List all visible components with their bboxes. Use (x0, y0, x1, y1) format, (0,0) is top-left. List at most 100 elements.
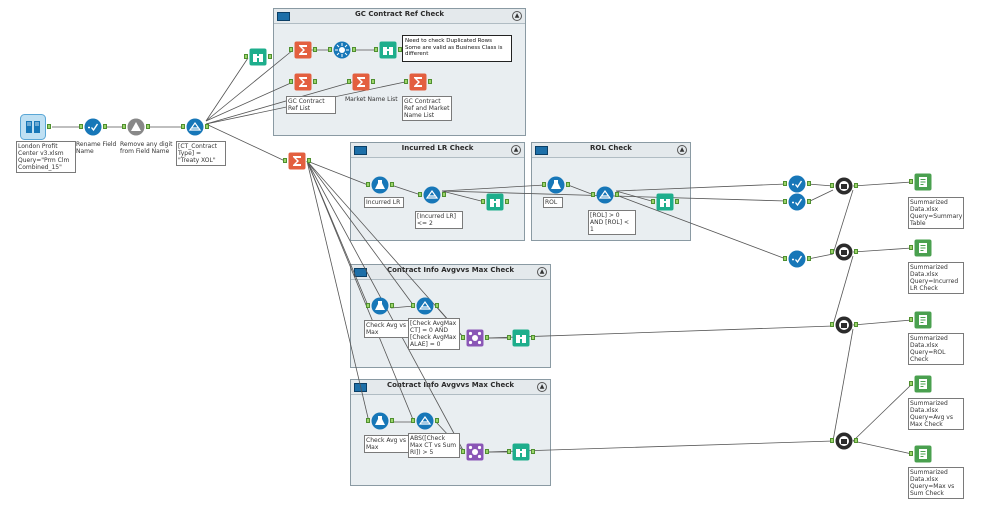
input-anchor[interactable] (404, 79, 408, 84)
output-anchor[interactable] (505, 199, 509, 204)
join-multiple-1-icon[interactable] (835, 177, 853, 195)
output-anchor[interactable] (205, 124, 209, 129)
collapse-toggle[interactable]: ▲ (512, 11, 522, 21)
info2-join-icon[interactable] (466, 443, 484, 461)
input-anchor[interactable] (507, 449, 511, 454)
input-anchor[interactable] (411, 418, 415, 423)
output-anchor[interactable] (398, 47, 402, 52)
output-5-icon[interactable] (914, 445, 932, 463)
input-anchor[interactable] (830, 322, 834, 327)
output-anchor[interactable] (485, 335, 489, 340)
collapse-toggle[interactable]: ▲ (537, 382, 547, 392)
input-anchor[interactable] (289, 47, 293, 52)
input-anchor[interactable] (289, 79, 293, 84)
input-anchor[interactable] (411, 303, 415, 308)
input-anchor[interactable] (783, 199, 787, 204)
output-anchor[interactable] (615, 192, 619, 197)
input-anchor[interactable] (328, 47, 332, 52)
select-2-icon[interactable] (788, 193, 806, 211)
input-anchor[interactable] (830, 183, 834, 188)
output-anchor[interactable] (428, 79, 432, 84)
input-anchor[interactable] (244, 54, 248, 59)
output-anchor[interactable] (854, 249, 858, 254)
input-anchor[interactable] (651, 199, 655, 204)
gc-sum4-icon[interactable] (409, 73, 427, 91)
output-anchor[interactable] (313, 47, 317, 52)
collapse-toggle[interactable]: ▲ (511, 145, 521, 155)
output-anchor[interactable] (566, 182, 570, 187)
gc-browse-icon[interactable] (379, 41, 397, 59)
output-3-icon[interactable] (914, 311, 932, 329)
output-anchor[interactable] (854, 438, 858, 443)
input-anchor[interactable] (909, 381, 913, 386)
collapse-toggle[interactable]: ▲ (537, 267, 547, 277)
output-anchor[interactable] (307, 158, 311, 163)
input-anchor[interactable] (507, 335, 511, 340)
input-anchor[interactable] (830, 249, 834, 254)
input-anchor[interactable] (909, 451, 913, 456)
info2-formula-icon[interactable] (371, 412, 389, 430)
output-anchor[interactable] (531, 449, 535, 454)
output-anchor[interactable] (807, 256, 811, 261)
output-anchor[interactable] (103, 124, 107, 129)
input-anchor[interactable] (366, 418, 370, 423)
input-book-icon[interactable] (20, 114, 46, 140)
output-anchor[interactable] (390, 182, 394, 187)
input-anchor[interactable] (542, 182, 546, 187)
output-anchor[interactable] (352, 47, 356, 52)
output-anchor[interactable] (435, 303, 439, 308)
comment-box[interactable]: Need to check Duplicated Rows Some are v… (402, 35, 512, 62)
summarize-icon[interactable] (288, 152, 306, 170)
output-4-icon[interactable] (914, 375, 932, 393)
output-anchor[interactable] (531, 335, 535, 340)
output-anchor[interactable] (390, 418, 394, 423)
info1-formula-icon[interactable] (371, 297, 389, 315)
input-anchor[interactable] (783, 256, 787, 261)
output-anchor[interactable] (146, 124, 150, 129)
info1-browse-icon[interactable] (512, 329, 530, 347)
incurred-browse-icon[interactable] (486, 193, 504, 211)
incurred-formula-icon[interactable] (371, 176, 389, 194)
output-anchor[interactable] (435, 418, 439, 423)
output-anchor[interactable] (390, 303, 394, 308)
input-anchor[interactable] (79, 124, 83, 129)
browse-top-icon[interactable] (249, 48, 267, 66)
output-anchor[interactable] (313, 79, 317, 84)
join-multiple-4-icon[interactable] (835, 432, 853, 450)
rename-select-icon[interactable] (84, 118, 102, 136)
input-anchor[interactable] (909, 245, 913, 250)
input-anchor[interactable] (783, 181, 787, 186)
select-3-icon[interactable] (788, 250, 806, 268)
rol-browse-icon[interactable] (656, 193, 674, 211)
gc-sum2-icon[interactable] (294, 73, 312, 91)
info2-filter-icon[interactable] (416, 412, 434, 430)
filter-main-icon[interactable] (186, 118, 204, 136)
input-anchor[interactable] (418, 192, 422, 197)
join-multiple-3-icon[interactable] (835, 316, 853, 334)
output-anchor[interactable] (371, 79, 375, 84)
info1-join-icon[interactable] (466, 329, 484, 347)
join-multiple-2-icon[interactable] (835, 243, 853, 261)
input-anchor[interactable] (909, 179, 913, 184)
input-anchor[interactable] (122, 124, 126, 129)
output-anchor[interactable] (47, 124, 51, 129)
rol-formula-icon[interactable] (547, 176, 565, 194)
info1-filter-icon[interactable] (416, 297, 434, 315)
input-anchor[interactable] (461, 335, 465, 340)
input-anchor[interactable] (181, 124, 185, 129)
gc-cleanse-icon[interactable] (333, 41, 351, 59)
input-anchor[interactable] (591, 192, 595, 197)
input-anchor[interactable] (909, 317, 913, 322)
collapse-toggle[interactable]: ▲ (677, 145, 687, 155)
incurred-filter-icon[interactable] (423, 186, 441, 204)
input-anchor[interactable] (366, 182, 370, 187)
input-anchor[interactable] (481, 199, 485, 204)
output-1-icon[interactable] (914, 173, 932, 191)
remove-regex-icon[interactable] (127, 118, 145, 136)
output-anchor[interactable] (268, 54, 272, 59)
gc-sum1-icon[interactable] (294, 41, 312, 59)
rol-filter-icon[interactable] (596, 186, 614, 204)
input-anchor[interactable] (366, 303, 370, 308)
container-gc-contract-ref-check[interactable]: GC Contract Ref Check▲ (273, 8, 526, 136)
input-anchor[interactable] (461, 449, 465, 454)
